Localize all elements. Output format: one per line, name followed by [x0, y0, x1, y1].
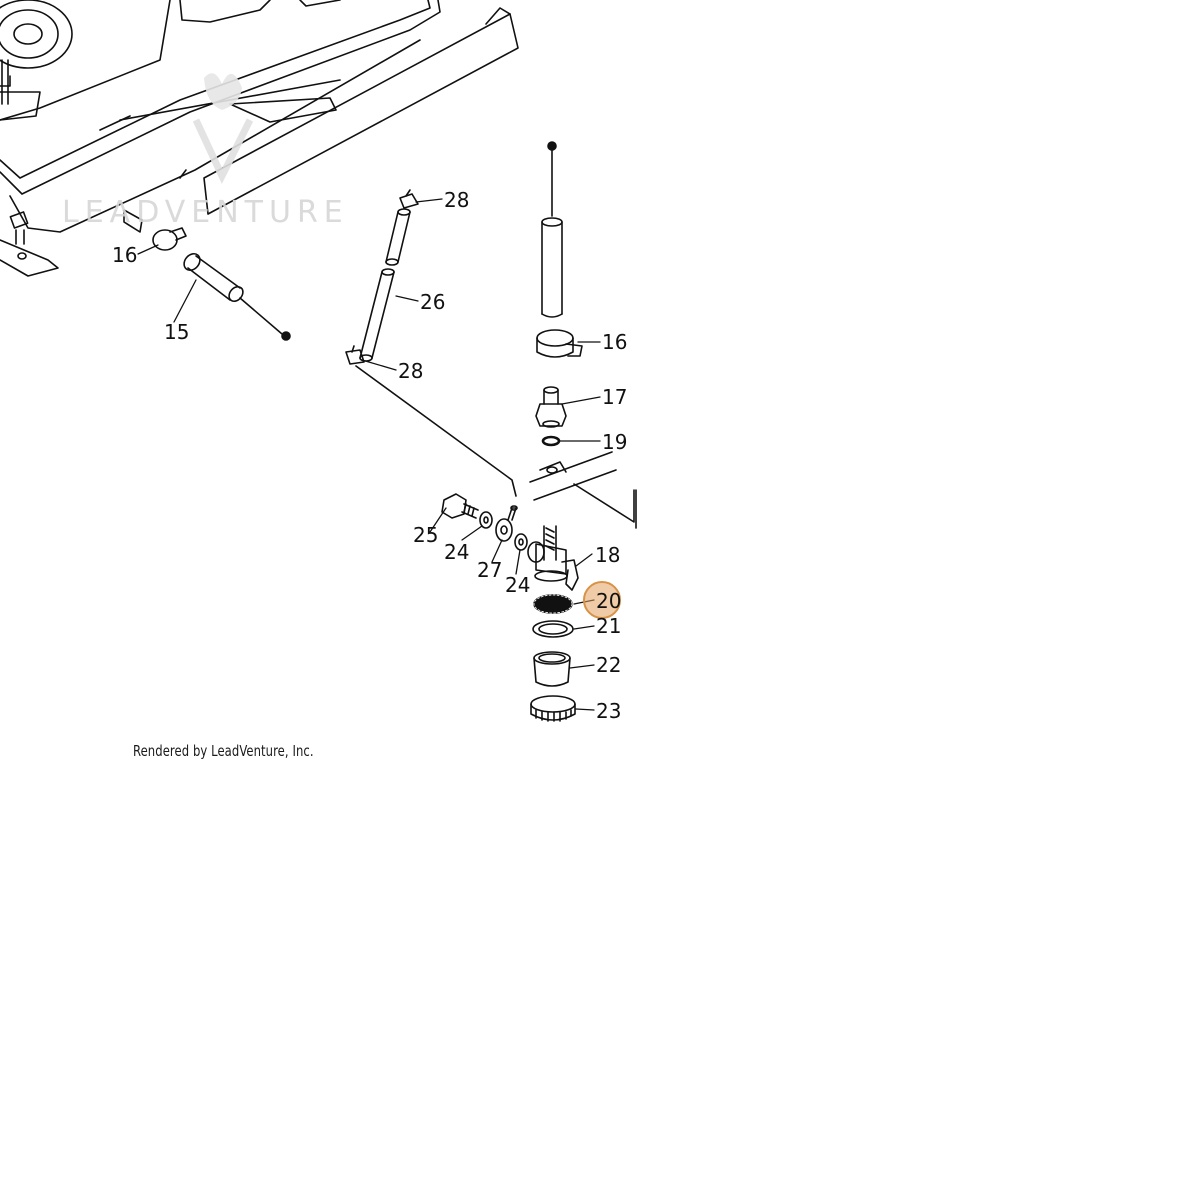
- heat-shield-panel: [203, 7, 519, 215]
- callout-24-right[interactable]: 24: [505, 573, 530, 597]
- callout-labels: 28 16 26 15 16 28 17 19 25 24 27 24 18 2…: [112, 188, 627, 723]
- fuel-tank: [0, 0, 441, 233]
- callout-highlight[interactable]: [583, 581, 621, 619]
- callout-15[interactable]: 15: [164, 320, 189, 344]
- callout-16-right[interactable]: 16: [602, 330, 627, 354]
- watermark-text: LEADVENTURE: [62, 195, 349, 230]
- credit-text: Rendered by LeadVenture, Inc.: [133, 742, 314, 760]
- callout-18[interactable]: 18: [595, 543, 620, 567]
- hose-clip-28-top: [399, 189, 419, 209]
- hose-fitting-17: [535, 386, 567, 428]
- callout-28-bottom[interactable]: 28: [398, 359, 423, 383]
- o-ring-21: [532, 620, 574, 638]
- mounting-plate: [529, 451, 637, 529]
- callout-27[interactable]: 27: [477, 558, 502, 582]
- cup-nut-23: [530, 695, 576, 722]
- hose-clip-28-bottom: [345, 345, 365, 365]
- drain-hose: [541, 141, 563, 318]
- callout-23[interactable]: 23: [596, 699, 621, 723]
- hose-clamp-right: [536, 329, 583, 358]
- washer-24-right: [514, 533, 528, 551]
- callout-26[interactable]: 26: [420, 290, 445, 314]
- leader-lines: [137, 198, 601, 711]
- o-ring-19: [541, 435, 561, 447]
- filter-screen-20: [533, 594, 573, 614]
- callout-25[interactable]: 25: [413, 523, 438, 547]
- breather-hose-26: [359, 208, 411, 362]
- callout-22[interactable]: 22: [596, 653, 621, 677]
- breather-hose-routing-line: [355, 365, 517, 497]
- callout-17[interactable]: 17: [602, 385, 627, 409]
- washer-24-left: [479, 511, 493, 529]
- callout-28-top[interactable]: 28: [444, 188, 469, 212]
- callout-20[interactable]: 20: [596, 589, 621, 613]
- hose-clamp-left: [152, 227, 187, 251]
- fuel-cock-18: [527, 525, 579, 591]
- fuel-hose-15: [183, 252, 291, 341]
- callout-16-left[interactable]: 16: [112, 243, 137, 267]
- watermark: LEADVENTURE: [62, 73, 349, 230]
- callout-19[interactable]: 19: [602, 430, 627, 454]
- banjo-bolt-25: [441, 493, 479, 519]
- sediment-cup-22: [533, 651, 571, 687]
- callout-24-left[interactable]: 24: [444, 540, 469, 564]
- banjo-union-27: [495, 505, 518, 542]
- mounting-bracket: [0, 211, 59, 277]
- callout-21[interactable]: 21: [596, 614, 621, 638]
- tank-outlet-stub: [123, 209, 143, 233]
